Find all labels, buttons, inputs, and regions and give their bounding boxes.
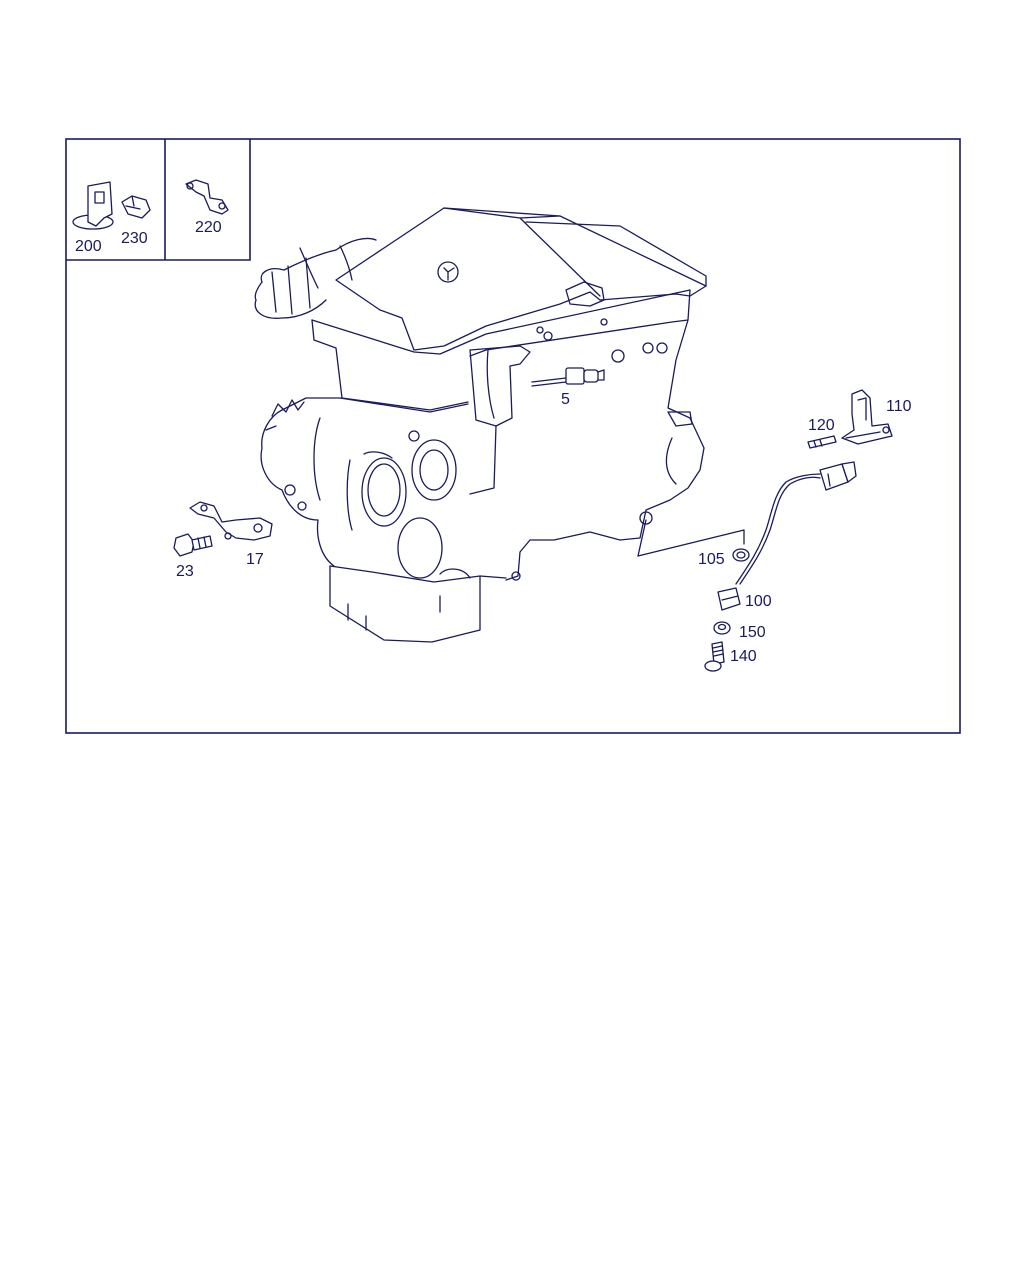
label-23: 23 <box>176 563 194 580</box>
part-140-bolt-drawing <box>704 641 725 672</box>
inset-panel <box>66 139 251 261</box>
part-230-clip-drawing <box>121 195 151 219</box>
label-5: 5 <box>561 391 570 408</box>
part-200-bracket-drawing <box>72 181 114 230</box>
part-23-bolt-drawing <box>173 533 213 557</box>
part-120-pin-drawing <box>807 435 837 449</box>
label-230: 230 <box>121 230 148 247</box>
label-17: 17 <box>246 551 264 568</box>
label-100: 100 <box>745 593 772 610</box>
part-105-drawing <box>637 519 750 562</box>
part-110-holder-drawing <box>841 389 893 445</box>
diagram-frame <box>65 138 961 734</box>
label-120: 120 <box>808 417 835 434</box>
label-200: 200 <box>75 238 102 255</box>
engine-block-drawing <box>254 207 707 643</box>
part-220-holder-drawing <box>185 179 229 215</box>
label-220: 220 <box>195 219 222 236</box>
label-105: 105 <box>698 551 725 568</box>
label-110: 110 <box>886 398 912 415</box>
label-140: 140 <box>730 648 757 665</box>
part-5-drawing <box>531 367 605 387</box>
label-150: 150 <box>739 624 766 641</box>
part-150-washer-drawing <box>713 621 731 635</box>
part-17-bracket-drawing <box>189 501 273 541</box>
part-100-sensor-drawing <box>717 461 857 611</box>
